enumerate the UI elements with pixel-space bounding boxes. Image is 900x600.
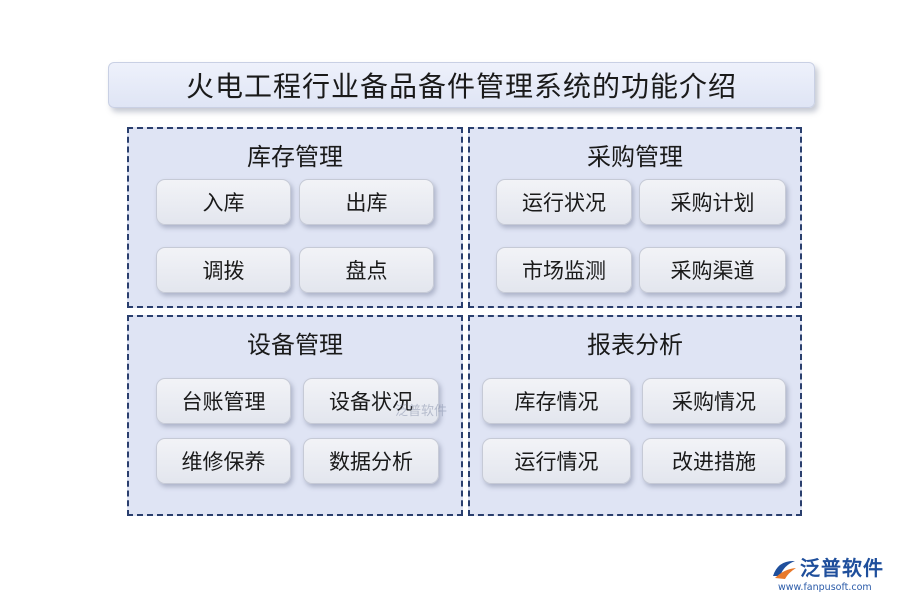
ledger-button[interactable]: 台账管理 [156,378,291,424]
logo-url: www.fanpusoft.com [778,582,872,593]
market-monitor-button[interactable]: 市场监测 [496,247,632,293]
panel-title: 库存管理 [247,143,343,171]
panel-procurement: 采购管理 运行状况 采购计划 市场监测 采购渠道 [468,127,802,308]
purchase-report-button[interactable]: 采购情况 [642,378,786,424]
watermark: 泛普软件 [395,404,448,419]
purchase-plan-button[interactable]: 采购计划 [639,179,786,225]
purchase-channel-button[interactable]: 采购渠道 [639,247,786,293]
equipment-status-button[interactable]: 设备状况 [303,378,439,424]
inventory-in-button[interactable]: 入库 [156,179,291,225]
panel-equipment: 设备管理 台账管理 设备状况 维修保养 数据分析 [127,315,463,516]
brand-logo[interactable]: 泛普软件 www.fanpusoft.com [770,552,895,596]
inventory-out-button[interactable]: 出库 [299,179,434,225]
page-title: 火电工程行业备品备件管理系统的功能介绍 [108,62,815,108]
fanpu-logo-icon [773,560,796,579]
logo-name: 泛普软件 [800,556,884,580]
stocktake-button[interactable]: 盘点 [299,247,434,293]
panel-title: 采购管理 [587,143,683,171]
inventory-report-button[interactable]: 库存情况 [482,378,631,424]
panel-title: 设备管理 [247,331,343,359]
panel-reports: 报表分析 库存情况 采购情况 运行情况 改进措施 [468,315,802,516]
maintenance-button[interactable]: 维修保养 [156,438,291,484]
operation-status-button[interactable]: 运行状况 [496,179,632,225]
operation-report-button[interactable]: 运行情况 [482,438,631,484]
transfer-button[interactable]: 调拨 [156,247,291,293]
panel-title: 报表分析 [587,331,683,359]
data-analysis-button[interactable]: 数据分析 [303,438,439,484]
panel-inventory: 库存管理 入库 出库 调拨 盘点 [127,127,463,308]
improvement-button[interactable]: 改进措施 [642,438,786,484]
